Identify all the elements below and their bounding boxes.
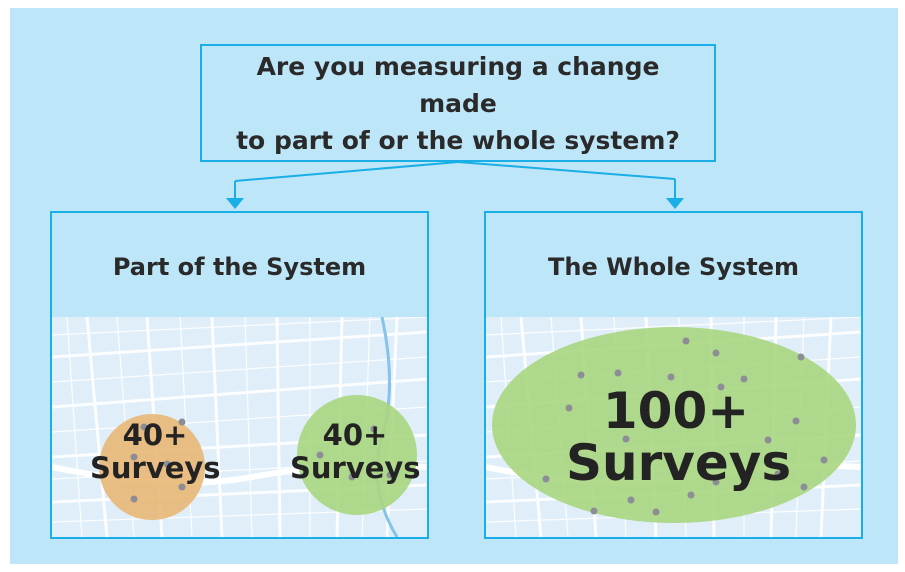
connector-arrows: [226, 161, 684, 209]
street-map: [52, 317, 427, 537]
street-map: [486, 317, 861, 537]
panel-title: The Whole System: [548, 253, 799, 281]
panel-title: Part of the System: [112, 253, 367, 281]
survey-zone-green: [297, 395, 417, 515]
survey-count-number: 100+: [602, 382, 750, 440]
survey-dots: [130, 418, 394, 503]
arrowhead-right-icon: [666, 198, 684, 209]
panel-part-of-system: Part of the System: [50, 211, 429, 539]
survey-count-orange: 40+ Surveys: [90, 418, 221, 485]
survey-zone-orange: [99, 414, 205, 520]
connector-right: [457, 161, 676, 180]
survey-count-whole: 100+ Surveys: [566, 382, 792, 492]
question-line-1: Are you measuring a change made: [256, 51, 660, 118]
survey-count-number: 40+: [122, 418, 188, 452]
connector-left: [234, 161, 459, 182]
survey-count-green: 40+ Surveys: [290, 418, 421, 485]
question-box: Are you measuring a change made to part …: [200, 44, 716, 162]
survey-count-number: 40+: [322, 418, 388, 452]
survey-dots: [542, 337, 828, 516]
survey-count-unit: Surveys: [566, 434, 792, 492]
survey-count-unit: Surveys: [90, 451, 221, 485]
question-text: Are you measuring a change made to part …: [218, 48, 698, 159]
survey-count-unit: Surveys: [290, 451, 421, 485]
question-line-2: to part of or the whole system?: [236, 125, 680, 155]
diagram-canvas: Are you measuring a change made to part …: [10, 8, 898, 564]
panel-whole-system: The Whole System: [484, 211, 863, 539]
arrowhead-left-icon: [226, 198, 244, 209]
